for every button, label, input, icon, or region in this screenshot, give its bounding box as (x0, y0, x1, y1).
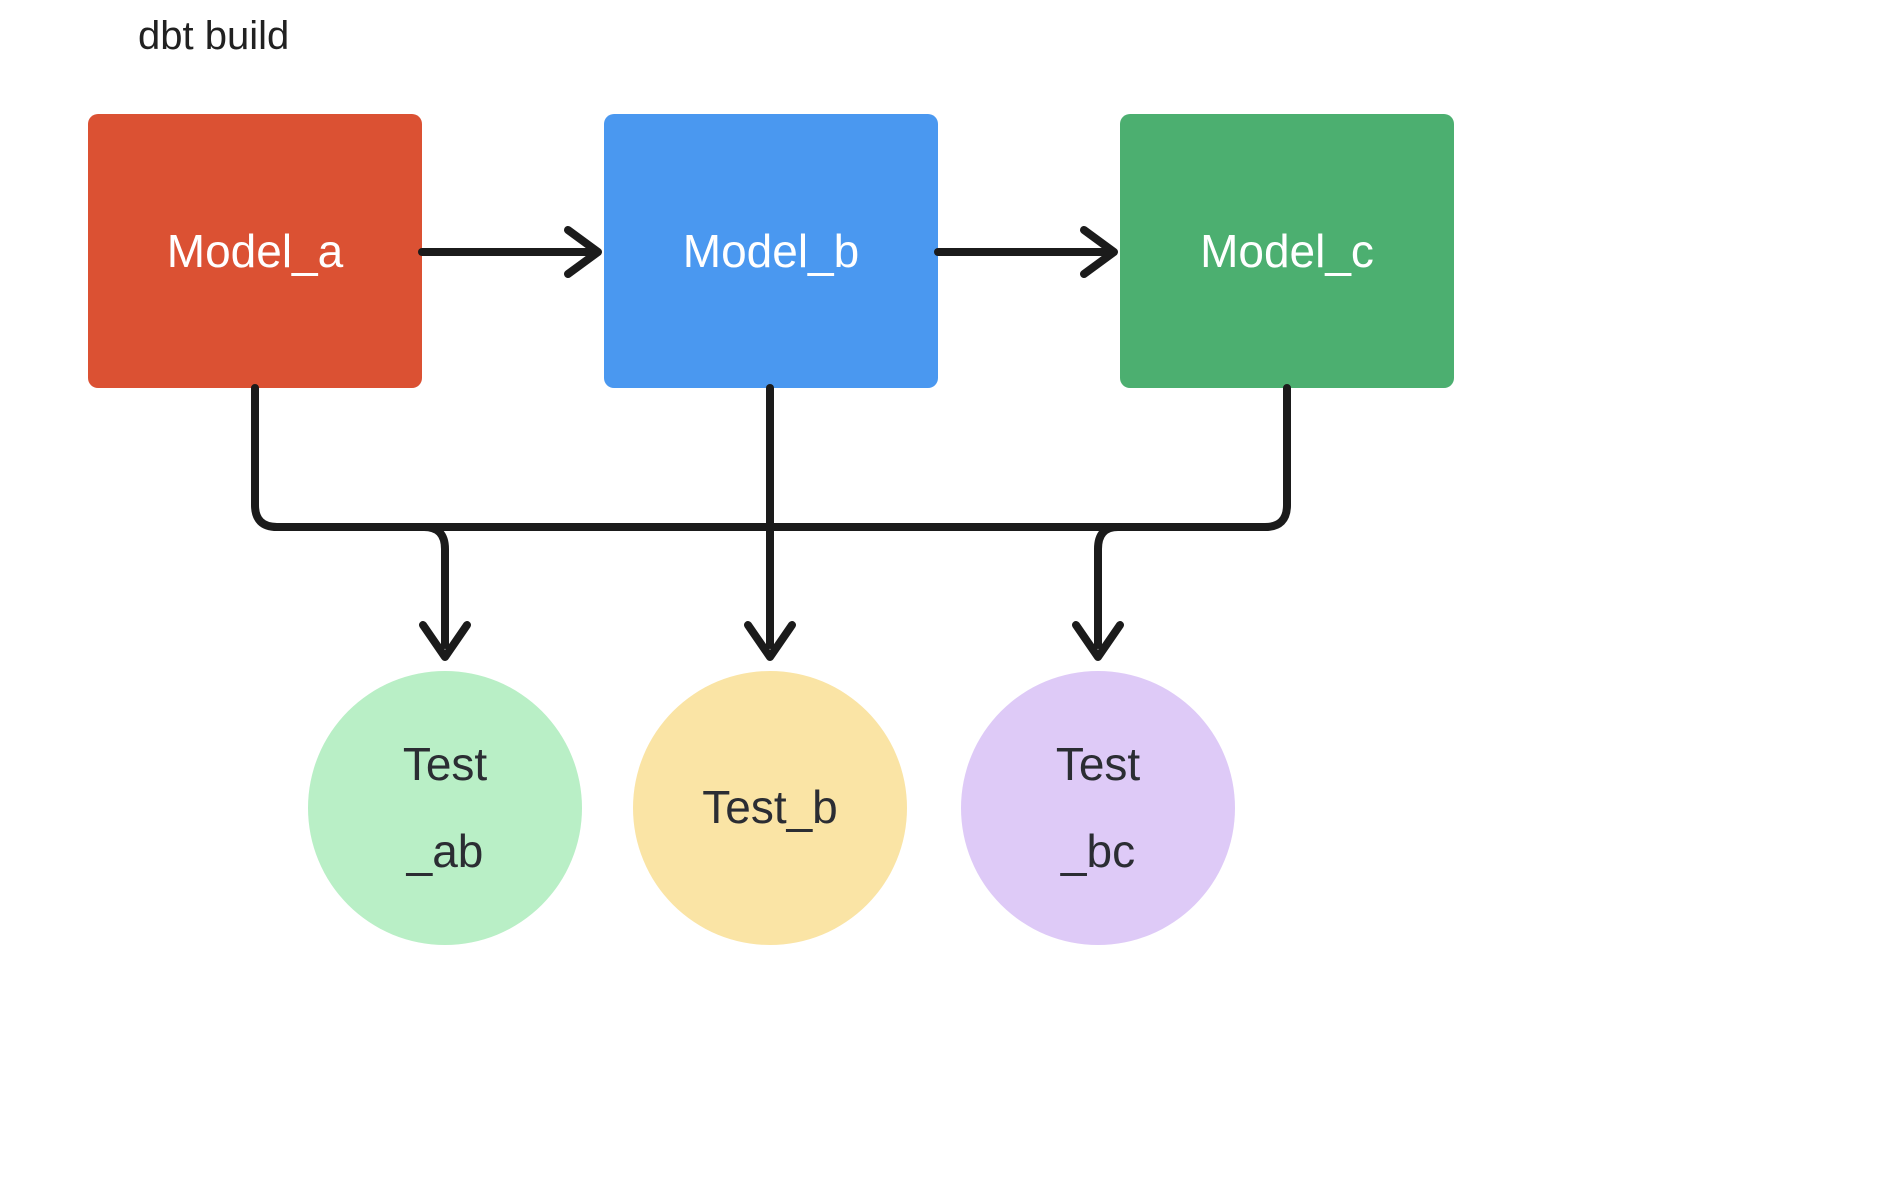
edge-model-a-to-model-b-arrowhead (564, 226, 602, 278)
node-test-bc[interactable] (961, 671, 1235, 945)
edge-bus-to-test-ab-arrowhead (419, 621, 471, 661)
node-model-c[interactable] (1120, 114, 1454, 388)
node-test-ab[interactable] (308, 671, 582, 945)
edge-model-a-to-bus (251, 384, 428, 531)
edge-model-c-to-bus (1114, 384, 1291, 531)
edge-bus-to-test-ab (420, 523, 449, 649)
node-test-b[interactable] (633, 671, 907, 945)
edge-bus-to-test-bc-arrowhead (1072, 621, 1124, 661)
edge-model-b-to-test-b-arrowhead (744, 621, 796, 661)
edge-model-b-to-model-c-arrowhead (1080, 226, 1118, 278)
node-model-b[interactable] (604, 114, 938, 388)
edge-bus-to-test-bc (1094, 523, 1122, 649)
node-model-a[interactable] (88, 114, 422, 388)
page-title: dbt build (138, 14, 290, 58)
